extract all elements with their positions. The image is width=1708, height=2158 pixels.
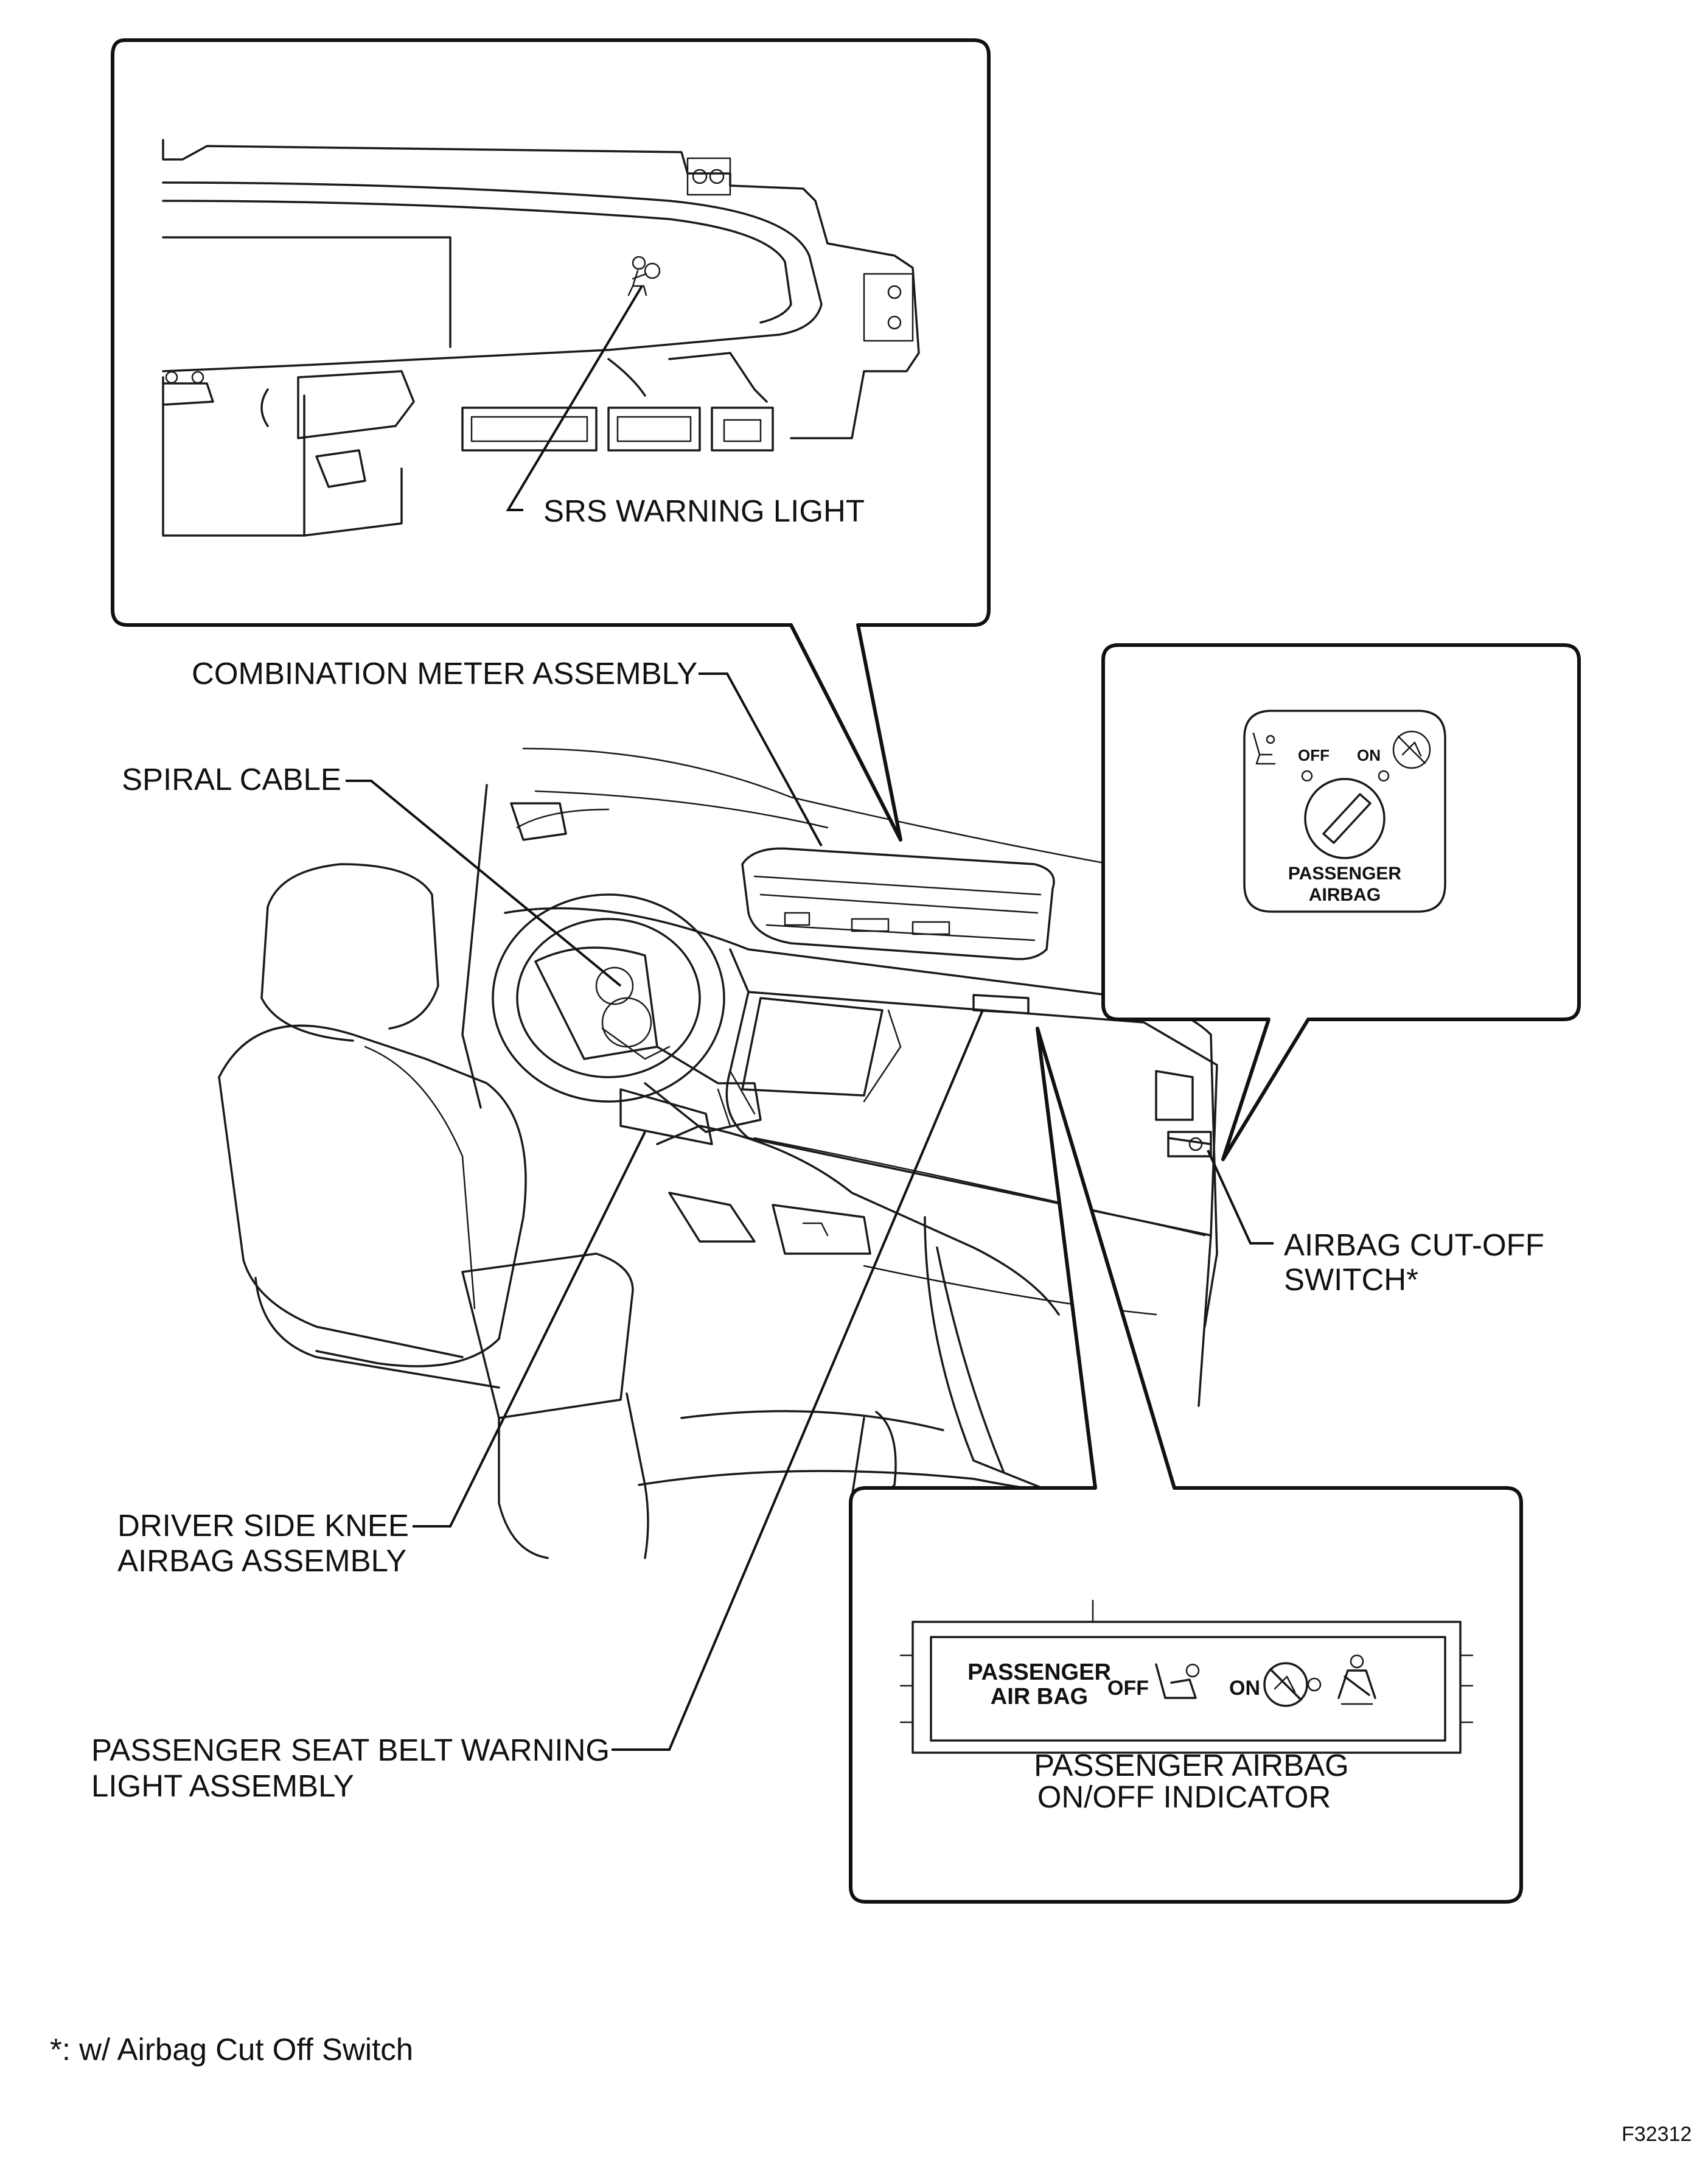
- airbag-cut-off-switch-label-line2: SWITCH*: [1284, 1262, 1418, 1297]
- seat-belt-warning-label-line1: PASSENGER SEAT BELT WARNING: [91, 1733, 610, 1767]
- spiral-cable-label: SPIRAL CABLE: [122, 762, 341, 797]
- switch-caption-line2: AIRBAG: [1309, 885, 1381, 905]
- driver-knee-airbag-label-line2: AIRBAG ASSEMBLY: [117, 1543, 406, 1578]
- airbag-switch-callout: [1101, 643, 1581, 1161]
- passenger-airbag-indicator-panel: PASSENGER AIR BAG OFF ON: [899, 1599, 1474, 1754]
- passenger-indicator-label-line1: PASSENGER AIRBAG: [1034, 1748, 1349, 1783]
- child-seat-crossed-icon: [1263, 1662, 1322, 1707]
- indicator-caption-line1: PASSENGER: [967, 1660, 1111, 1685]
- seat-occupant-icon: [1155, 1663, 1200, 1699]
- spiral-cable-leader: [346, 780, 622, 987]
- passenger-indicator-label-line2: ON/OFF INDICATOR: [1037, 1779, 1331, 1814]
- airbag-cut-off-switch-leader: [1207, 1150, 1274, 1245]
- indicator-on-label: ON: [1229, 1677, 1260, 1700]
- seat-occupant-icon: [1252, 732, 1276, 765]
- combination-meter-leader: [699, 672, 823, 847]
- seat-belt-icon: [1337, 1654, 1376, 1705]
- seat-belt-warning-leader: [612, 1010, 984, 1751]
- indicator-caption-line2: AIR BAG: [991, 1684, 1088, 1709]
- figure-id: F32312: [1622, 2123, 1692, 2146]
- indicator-off-label: OFF: [1107, 1677, 1149, 1700]
- combination-meter-detail: [162, 139, 920, 537]
- airbag-person-icon: [627, 256, 661, 296]
- footnote: *: w/ Airbag Cut Off Switch: [50, 2032, 413, 2067]
- driver-knee-airbag-label-line1: DRIVER SIDE KNEE: [117, 1508, 409, 1543]
- switch-on-label: ON: [1357, 746, 1381, 764]
- child-seat-crossed-icon: [1392, 730, 1431, 769]
- switch-off-label: OFF: [1298, 746, 1330, 764]
- airbag-cut-off-switch-panel: OFF ON PASSENGER AIRBAG: [1243, 710, 1446, 913]
- seat-belt-warning-label-line2: LIGHT ASSEMBLY: [91, 1769, 354, 1803]
- key-slot-icon: [1304, 778, 1386, 859]
- combination-meter-label: COMBINATION METER ASSEMBLY: [192, 656, 697, 691]
- srs-warning-light-label: SRS WARNING LIGHT: [543, 494, 865, 528]
- driver-knee-airbag-leader: [413, 1131, 646, 1528]
- dashboard-illustration: [218, 747, 1218, 1559]
- switch-caption-line1: PASSENGER: [1288, 864, 1401, 884]
- airbag-cut-off-switch-label-line1: AIRBAG CUT-OFF: [1284, 1227, 1544, 1262]
